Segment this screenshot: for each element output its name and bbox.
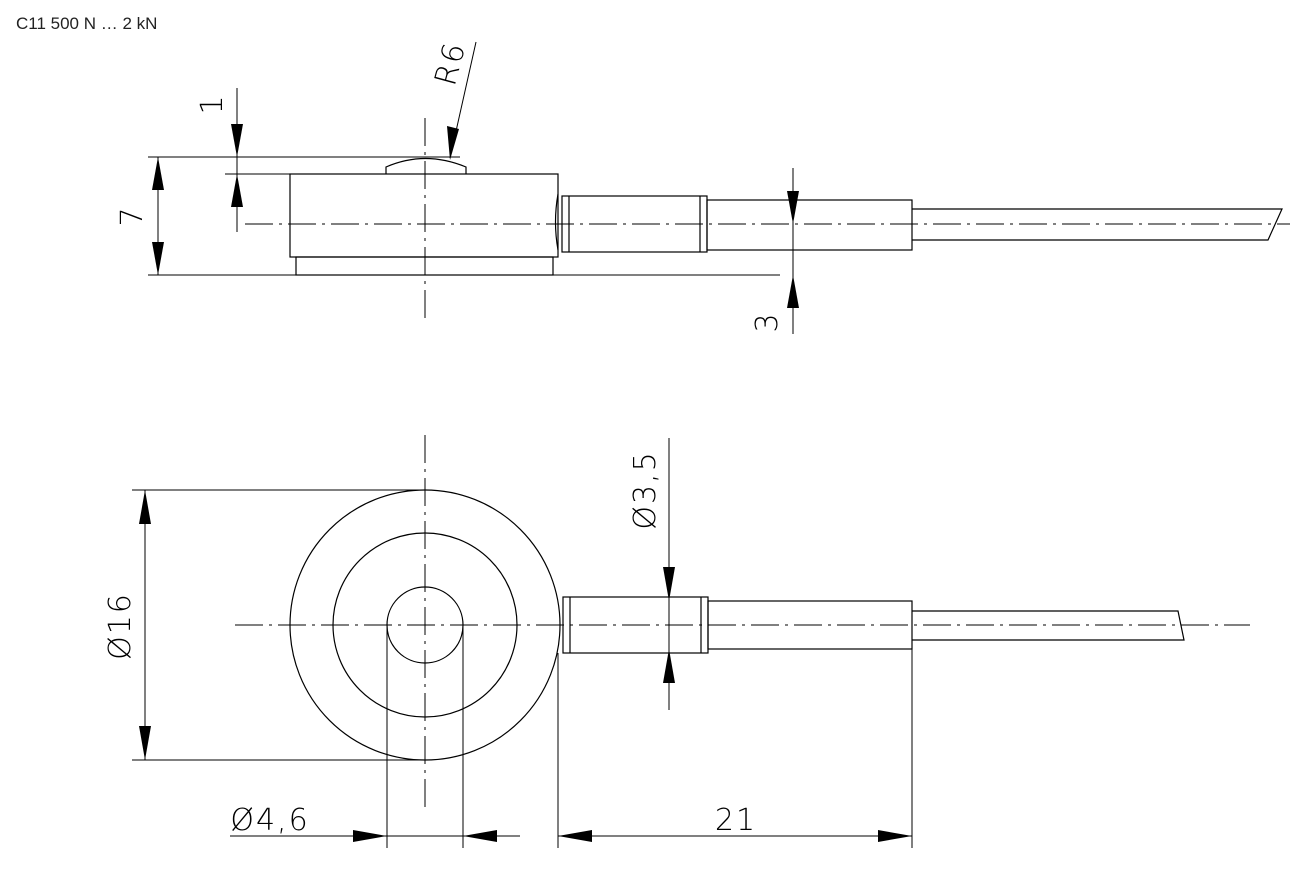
dim-bore-diameter: Ø4,6 — [230, 803, 309, 838]
top-sleeve — [707, 600, 913, 650]
dim-dome-height: 1 — [195, 93, 230, 114]
drawing-title: C11 500 N … 2 kN — [16, 14, 158, 33]
dim-cable-offset: 3 — [750, 311, 785, 332]
top-cable — [912, 610, 1185, 641]
inner-ring — [332, 532, 518, 718]
dim-outer-diameter: Ø16 — [103, 592, 138, 660]
side-break-line — [554, 193, 559, 251]
side-dome — [385, 157, 467, 174]
side-sleeve — [706, 199, 913, 251]
side-view: 7 1 R6 3 — [115, 38, 1290, 334]
side-cable — [912, 208, 1283, 241]
dim-body-height: 7 — [115, 205, 150, 226]
dim-sleeve-diameter: Ø3,5 — [628, 450, 663, 529]
dim-length: 21 — [715, 803, 757, 838]
top-view: Ø16 Ø3,5 Ø4,6 21 — [103, 435, 1250, 848]
side-body — [289, 173, 559, 258]
